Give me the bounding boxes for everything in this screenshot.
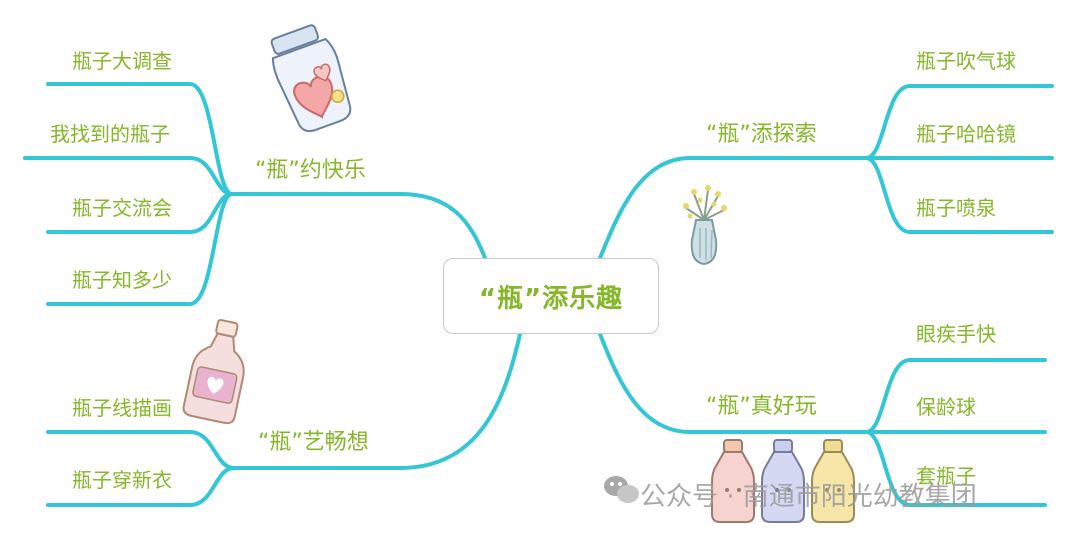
watermark: 公众号 · 南通市阳光幼教集团 <box>640 482 977 512</box>
leaf-label: 瓶子知多少 <box>72 268 172 292</box>
three-bottles-icon <box>711 439 855 523</box>
leaf-label: 瓶子大调查 <box>72 49 172 73</box>
branch-title-4: “瓶”真好玩 <box>706 394 817 419</box>
flower-vase-icon <box>683 185 727 266</box>
pink-bottle-icon <box>182 318 245 425</box>
heart-jar-icon <box>270 24 352 133</box>
center-topic: “瓶”添乐趣 <box>443 258 659 334</box>
leaf-label: 瓶子喷泉 <box>916 196 996 220</box>
leaf-label: 瓶子哈哈镜 <box>916 122 1016 146</box>
leaf-label: 眼疾手快 <box>916 322 996 346</box>
branch-title-2: “瓶”艺畅想 <box>258 430 369 455</box>
branch-title-1: “瓶”约快乐 <box>255 158 366 183</box>
leaf-label: 瓶子穿新衣 <box>72 468 172 492</box>
leaf-label: 瓶子线描画 <box>72 396 172 420</box>
leaf-label: 瓶子交流会 <box>72 196 172 220</box>
leaf-label: 瓶子吹气球 <box>916 49 1016 73</box>
leaf-label: 我找到的瓶子 <box>50 122 170 146</box>
leaf-label: 套瓶子 <box>916 464 976 488</box>
wechat-icon <box>604 476 639 503</box>
leaf-label: 保龄球 <box>916 395 976 419</box>
branch-title-3: “瓶”添探索 <box>706 122 817 147</box>
